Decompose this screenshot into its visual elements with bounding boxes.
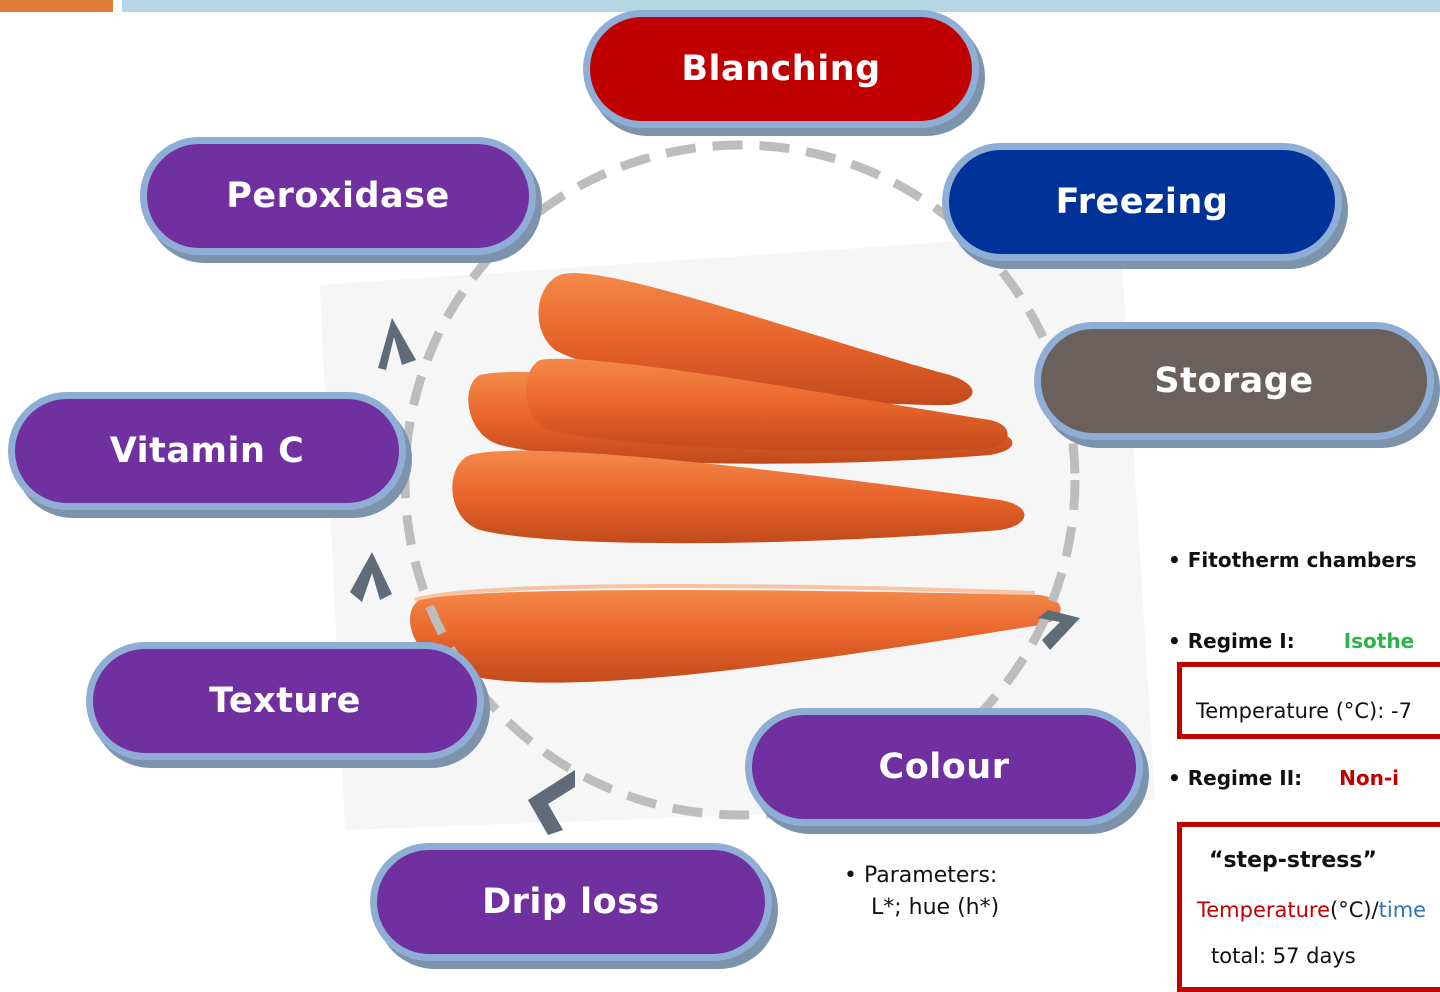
node-blanching: Blanching bbox=[583, 10, 979, 128]
parameters-label: Parameters: bbox=[864, 863, 997, 888]
colour-params: • Parameters: L*; hue (h*) bbox=[844, 860, 999, 924]
bullet: • bbox=[844, 863, 857, 888]
chevron-arrow-icon bbox=[350, 552, 392, 602]
node-peroxidase: Peroxidase bbox=[140, 137, 536, 255]
regime2-value: Non-i bbox=[1339, 766, 1399, 790]
temp-time-line: Temperature(°C)/time bbox=[1197, 898, 1426, 922]
temperature-word: Temperature bbox=[1197, 898, 1330, 922]
chambers-line: • Fitotherm chambers bbox=[1168, 548, 1417, 572]
time-word: time bbox=[1379, 898, 1426, 922]
step-stress-label: “step-stress” bbox=[1209, 848, 1377, 873]
node-freezing: Freezing bbox=[942, 143, 1342, 261]
parameters-values: L*; hue (h*) bbox=[871, 895, 999, 920]
node-vitamin-c: Vitamin C bbox=[8, 392, 406, 510]
regime1-label: Regime I: bbox=[1188, 629, 1295, 653]
total-days: total: 57 days bbox=[1211, 944, 1356, 968]
chevron-arrow-icon bbox=[528, 770, 575, 835]
bullet: • bbox=[1168, 548, 1181, 572]
node-texture: Texture bbox=[86, 642, 484, 760]
chevron-arrow-icon bbox=[378, 318, 416, 370]
temperature-unit: (°C)/ bbox=[1330, 898, 1379, 922]
regime1-line: • Regime I: Isothe bbox=[1168, 629, 1414, 653]
node-storage: Storage bbox=[1034, 322, 1434, 440]
regime2-label: Regime II: bbox=[1188, 766, 1302, 790]
regime1-value: Isothe bbox=[1344, 629, 1414, 653]
bullet: • bbox=[1168, 766, 1181, 790]
regime2-line: • Regime II: Non-i bbox=[1168, 766, 1399, 790]
chambers-text: Fitotherm chambers bbox=[1188, 548, 1417, 572]
regime1-temp: Temperature (°C): -7 bbox=[1196, 699, 1412, 723]
bullet: • bbox=[1168, 629, 1181, 653]
node-drip-loss: Drip loss bbox=[370, 843, 772, 961]
node-colour: Colour bbox=[745, 708, 1143, 826]
